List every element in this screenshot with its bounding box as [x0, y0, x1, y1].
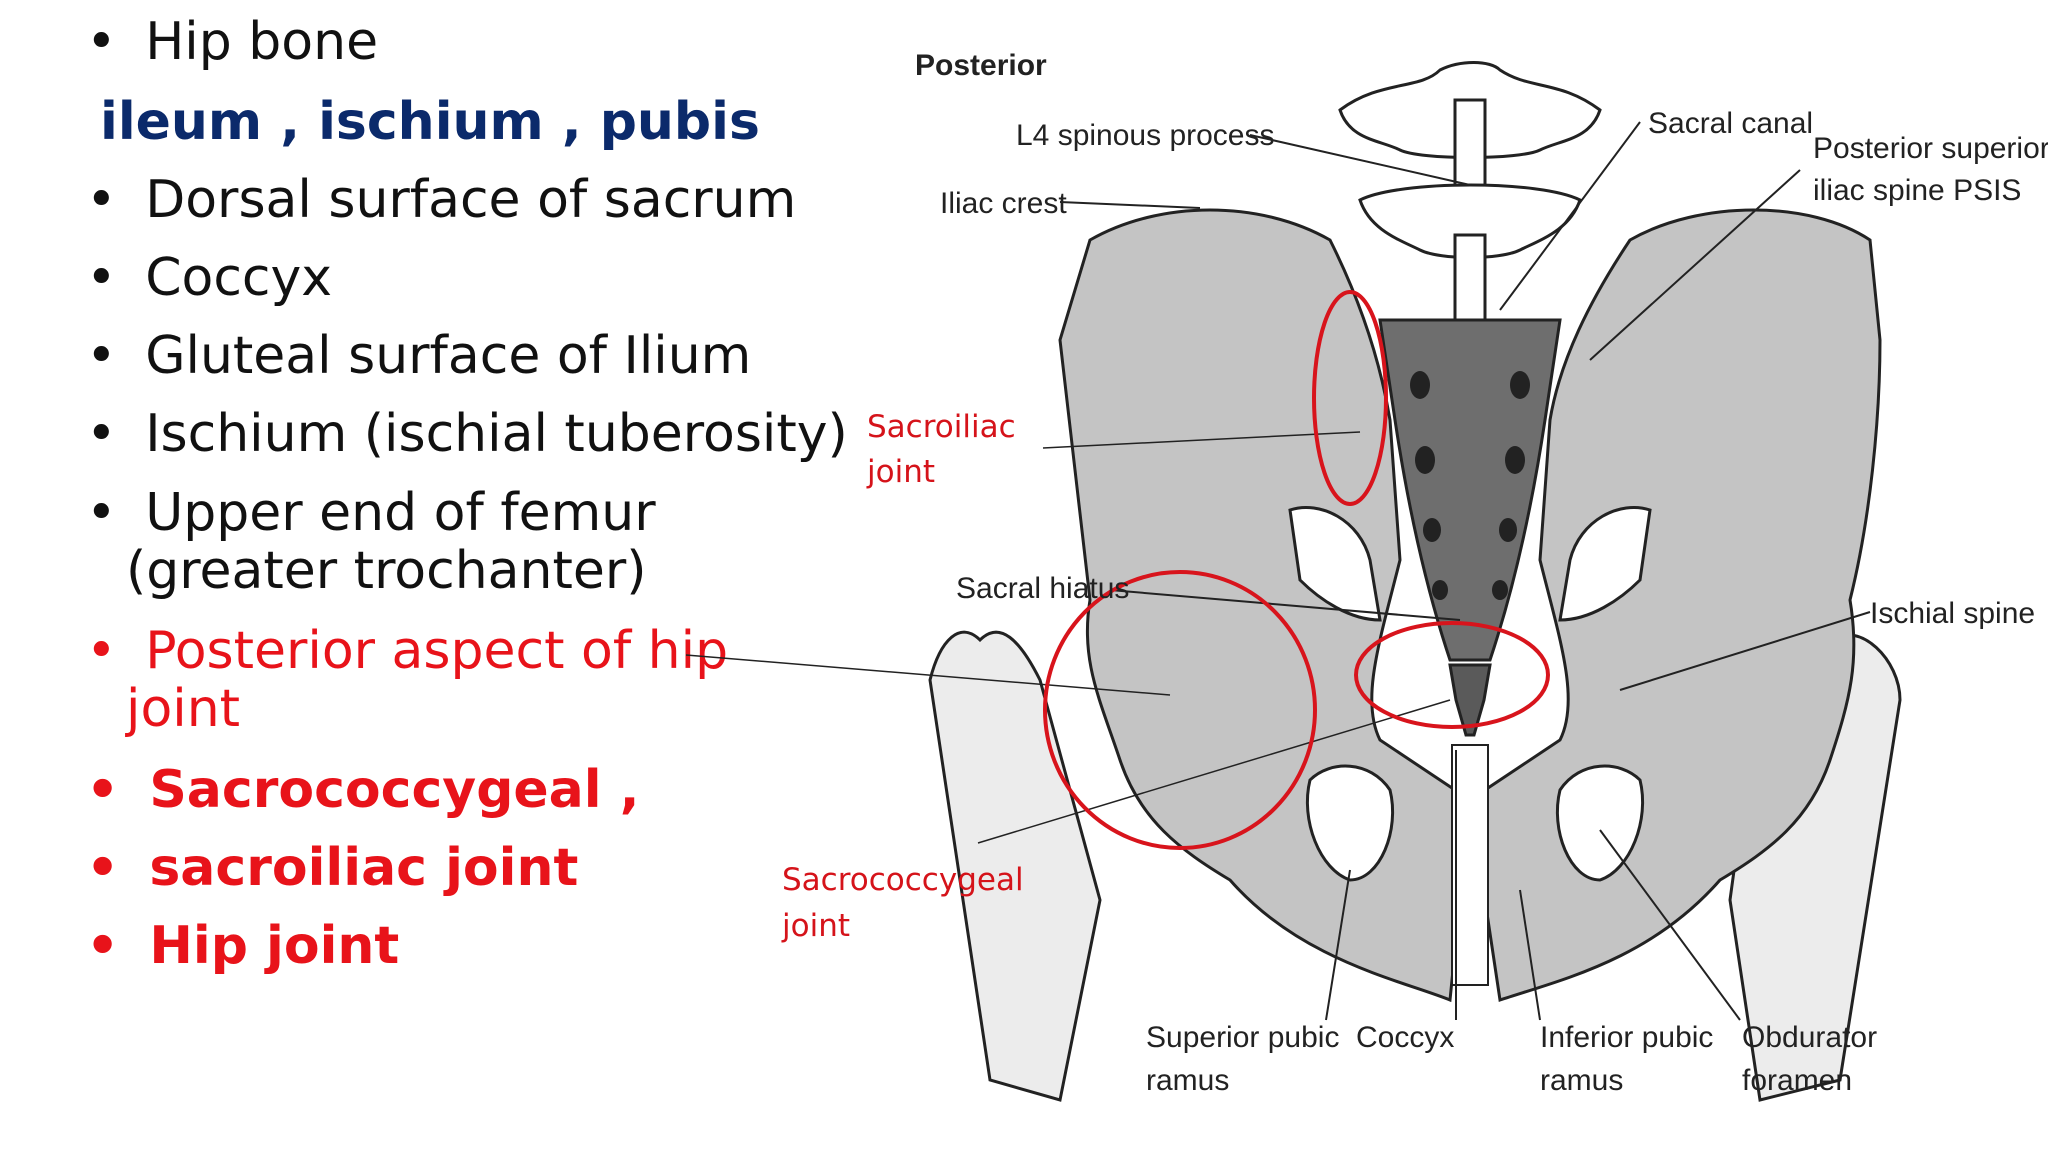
- bullet-sacroiliac: • sacroiliac joint: [86, 838, 578, 898]
- bullet-text: Upper end of femur: [145, 483, 656, 543]
- label-inferior-pubic-1: Inferior pubic: [1540, 1021, 1713, 1054]
- bullet-text: Hip joint: [149, 916, 400, 976]
- bullet-gluteal-surface: • Gluteal surface of Ilium: [86, 326, 751, 386]
- label-psis-2: iliac spine PSIS: [1813, 174, 2021, 207]
- label-ischial-spine: Ischial spine: [1870, 597, 2035, 630]
- bullet-text: sacroiliac joint: [149, 838, 579, 898]
- bullet-text: Gluteal surface of Ilium: [145, 326, 752, 386]
- bullet-hip-joint: • Hip joint: [86, 916, 399, 976]
- annotation-sacrococcygeal-1: Sacrococcygeal: [782, 862, 1024, 898]
- label-sacral-canal: Sacral canal: [1648, 107, 1813, 140]
- bullet-dot: •: [86, 170, 117, 230]
- right-greater-sciatic-notch: [1558, 505, 1652, 622]
- bullet-dot: •: [86, 326, 117, 386]
- subheading: ileum , ischium , pubis: [100, 92, 760, 152]
- annotation-sacrococcygeal-2: joint: [781, 908, 850, 944]
- leader-lines: [1059, 121, 1871, 1021]
- label-l4-spinous: L4 spinous process: [1016, 119, 1275, 152]
- bullet-text: Ischium (ischial tuberosity): [145, 404, 848, 464]
- sacral-foramina: [1410, 371, 1530, 600]
- bullet-dot: •: [86, 838, 120, 898]
- right-obturator-foramen: [1555, 764, 1645, 882]
- sacroiliac-circle: [1312, 290, 1388, 506]
- label-iliac-crest: Iliac crest: [940, 187, 1067, 220]
- bullet-text: Posterior aspect of hip: [145, 621, 729, 681]
- bullet-text-cont: joint: [126, 679, 241, 739]
- bullet-dot: •: [86, 760, 120, 820]
- pubic-symphysis: [1451, 744, 1489, 986]
- bullet-hip-bone: • Hip bone: [86, 12, 378, 72]
- left-femur: [928, 630, 1102, 1102]
- label-psis-1: Posterior superior: [1813, 132, 2048, 165]
- label-superior-pubic-2: ramus: [1146, 1064, 1229, 1097]
- bullet-text: Sacrococcygeal ,: [149, 760, 640, 820]
- bullet-sacrococcygeal: • Sacrococcygeal ,: [86, 760, 639, 820]
- bullet-dot: •: [86, 404, 117, 464]
- label-obturator-2: foramen: [1742, 1064, 1852, 1097]
- sacrococcygeal-circle: [1354, 621, 1550, 729]
- label-superior-pubic-1: Superior pubic: [1146, 1021, 1339, 1054]
- label-sacral-hiatus: Sacral hiatus: [956, 572, 1129, 605]
- label-coccyx: Coccyx: [1356, 1021, 1454, 1054]
- bullet-ischium: • Ischium (ischial tuberosity): [86, 404, 848, 464]
- annotation-lines: [685, 431, 1451, 844]
- label-inferior-pubic-2: ramus: [1540, 1064, 1623, 1097]
- bullet-text: Dorsal surface of sacrum: [145, 170, 797, 230]
- bullet-posterior-hip: • Posterior aspect of hip joint: [86, 622, 728, 738]
- bullet-upper-femur: • Upper end of femur (greater trochanter…: [86, 484, 656, 600]
- coccyx: [1448, 663, 1492, 737]
- bullet-dot: •: [86, 12, 117, 72]
- sacrum: [1378, 318, 1562, 662]
- annotation-circles: [1043, 290, 1550, 850]
- bullet-dorsal-sacrum: • Dorsal surface of sacrum: [86, 170, 796, 230]
- bullet-dot: •: [86, 483, 117, 543]
- lumbar-vertebrae: [1338, 61, 1602, 322]
- hip-joint-circle: [1043, 570, 1317, 850]
- left-obturator-foramen: [1305, 764, 1395, 882]
- bullet-coccyx: • Coccyx: [86, 248, 332, 308]
- annotation-sacroiliac-2: joint: [866, 454, 935, 490]
- bullet-text-cont: (greater trochanter): [126, 541, 647, 601]
- label-posterior: Posterior: [915, 49, 1047, 82]
- label-obturator-1: Obdurator: [1742, 1021, 1877, 1054]
- bullet-dot: •: [86, 621, 117, 681]
- annotation-sacroiliac-1: Sacroiliac: [867, 409, 1016, 445]
- bullet-text: Hip bone: [145, 12, 379, 72]
- bullet-dot: •: [86, 248, 117, 308]
- left-greater-sciatic-notch: [1288, 505, 1382, 622]
- bullet-dot: •: [86, 916, 120, 976]
- bullet-text: Coccyx: [145, 248, 333, 308]
